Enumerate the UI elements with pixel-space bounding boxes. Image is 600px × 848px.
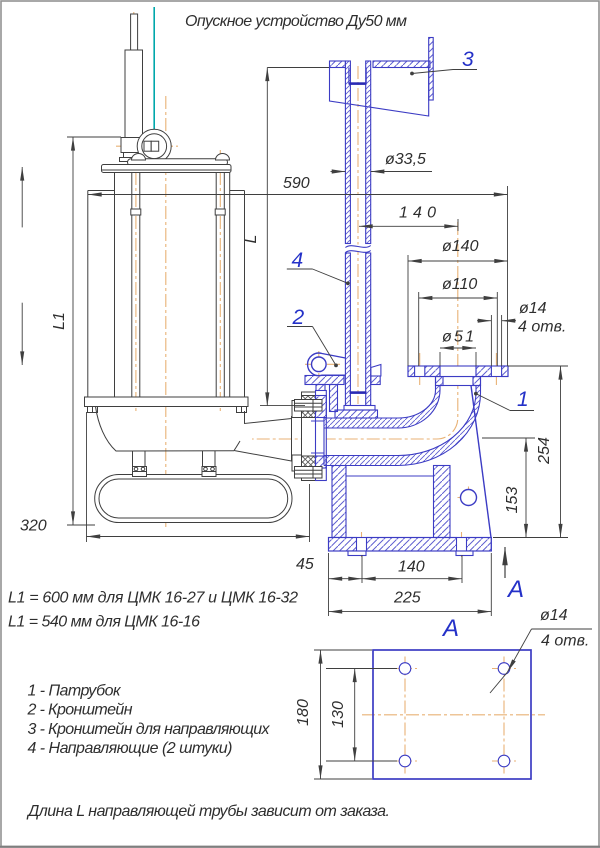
svg-text:L1: L1 bbox=[51, 312, 68, 330]
svg-text:180: 180 bbox=[295, 699, 312, 726]
svg-text:ø110: ø110 bbox=[442, 276, 477, 293]
svg-text:130: 130 bbox=[330, 701, 347, 728]
svg-text:L1 = 540 мм для ЦМК 16-16: L1 = 540 мм для ЦМК 16-16 bbox=[8, 614, 200, 631]
svg-text:ø33,5: ø33,5 bbox=[385, 151, 426, 168]
svg-text:2: 2 bbox=[292, 306, 305, 329]
svg-text:153: 153 bbox=[504, 487, 521, 514]
svg-text:3: 3 bbox=[462, 48, 474, 71]
svg-text:590: 590 bbox=[283, 175, 310, 192]
svg-text:1: 1 bbox=[517, 388, 529, 411]
svg-text:ø14: ø14 bbox=[540, 607, 568, 624]
svg-text:140: 140 bbox=[398, 559, 425, 576]
svg-text:320: 320 bbox=[20, 518, 47, 535]
svg-text:Опускное устройство Ду50 мм: Опускное устройство Ду50 мм bbox=[185, 13, 407, 30]
svg-text:ø140: ø140 bbox=[442, 238, 479, 255]
svg-text:225: 225 bbox=[393, 590, 421, 607]
svg-text:4: 4 bbox=[292, 249, 304, 272]
svg-text:4 - Направляющие (2 штуки): 4 - Направляющие (2 штуки) bbox=[28, 740, 233, 757]
svg-text:45: 45 bbox=[296, 556, 314, 573]
svg-text:A: A bbox=[441, 615, 459, 642]
svg-text:3 - Кронштейн для направляющих: 3 - Кронштейн для направляющих bbox=[28, 721, 271, 738]
svg-text:ø14: ø14 bbox=[519, 300, 547, 317]
svg-text:4 отв.: 4 отв. bbox=[518, 319, 566, 336]
svg-text:2 - Кронштейн: 2 - Кронштейн bbox=[27, 702, 133, 719]
svg-text:A: A bbox=[506, 576, 524, 603]
svg-text:4 отв.: 4 отв. bbox=[541, 633, 589, 650]
svg-text:140: 140 bbox=[399, 205, 436, 222]
svg-text:254: 254 bbox=[536, 437, 553, 465]
svg-text:L1 = 600 мм для ЦМК 16-27 и ЦМ: L1 = 600 мм для ЦМК 16-27 и ЦМК 16-32 bbox=[8, 590, 298, 607]
svg-text:L: L bbox=[243, 235, 260, 244]
svg-text:Длина L направляющей трубы зав: Длина L направляющей трубы зависит от за… bbox=[26, 803, 390, 820]
svg-text:1 - Патрубок: 1 - Патрубок bbox=[28, 683, 122, 700]
svg-text:ø51: ø51 bbox=[442, 329, 474, 346]
